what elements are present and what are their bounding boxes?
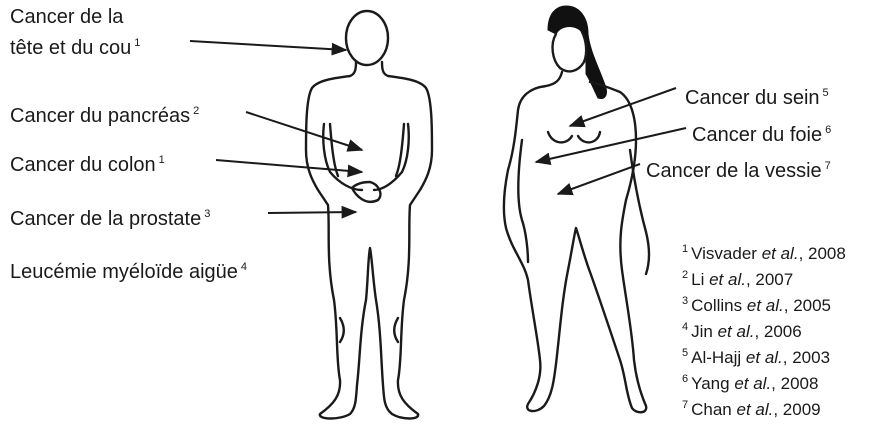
reference-etal: et al.: [734, 374, 771, 393]
male-torso-left: [330, 124, 338, 176]
reference-num: 3: [682, 295, 688, 307]
reference-etal: et al.: [746, 348, 783, 367]
label-liver-text: Cancer du foie: [692, 124, 822, 146]
male-body-outline: [306, 62, 432, 419]
label-bladder-text: Cancer de la vessie: [646, 160, 822, 182]
arrow-colon: [216, 160, 362, 172]
male-hands: [352, 182, 380, 202]
female-figure: [504, 6, 649, 412]
reference-num: 2: [682, 269, 688, 281]
reference-etal: et al.: [718, 322, 755, 341]
reference-year: , 2006: [754, 322, 801, 341]
reference-num: 5: [682, 347, 688, 359]
female-left-arm: [518, 140, 528, 262]
arrow-prostate: [268, 212, 356, 213]
male-knees: [340, 318, 398, 342]
label-head-neck-ref: 1: [134, 37, 140, 49]
label-aml-ref: 4: [241, 261, 247, 273]
label-liver-ref: 6: [825, 124, 831, 136]
arrow-head-neck: [190, 41, 346, 50]
male-head: [346, 11, 388, 65]
reference-year: , 2003: [783, 348, 830, 367]
reference-year: , 2009: [773, 400, 820, 419]
reference-year: , 2008: [799, 244, 846, 263]
reference-etal: et al.: [709, 270, 746, 289]
reference-etal: et al.: [737, 400, 774, 419]
annotation-arrows: [190, 41, 686, 213]
reference-year: , 2008: [771, 374, 818, 393]
female-body-outline: [504, 72, 646, 412]
reference-num: 6: [682, 373, 688, 385]
reference-author: Al-Hajj: [691, 348, 741, 367]
reference-author: Jin: [691, 322, 713, 341]
label-head-neck-line2: tête et du cou: [10, 37, 131, 59]
male-figure: [306, 11, 432, 419]
female-chest: [548, 132, 600, 142]
reference-author: Li: [691, 270, 704, 289]
reference-author: Yang: [691, 374, 729, 393]
label-breast-ref: 5: [823, 87, 829, 99]
reference-author: Collins: [691, 296, 742, 315]
reference-num: 1: [682, 243, 688, 255]
reference-author: Chan: [691, 400, 732, 419]
arrow-bladder: [558, 164, 640, 194]
label-aml-text: Leucémie myéloïde aigüe: [10, 261, 238, 283]
male-left-arm: [323, 124, 362, 190]
label-prostate-ref: 3: [204, 208, 210, 220]
reference-year: , 2007: [746, 270, 793, 289]
reference-num: 7: [682, 399, 688, 411]
label-colon-text: Cancer du colon: [10, 154, 156, 176]
label-colon-ref: 1: [159, 154, 165, 166]
label-breast-text: Cancer du sein: [685, 87, 820, 109]
label-pancreas-ref: 2: [193, 105, 199, 117]
reference-etal: et al.: [747, 296, 784, 315]
label-head-neck-line1: Cancer de la: [10, 4, 140, 30]
female-head: [553, 32, 587, 71]
label-pancreas-text: Cancer du pancréas: [10, 105, 190, 127]
label-prostate-text: Cancer de la prostate: [10, 208, 201, 230]
label-bladder-ref: 7: [825, 160, 831, 172]
reference-num: 4: [682, 321, 688, 333]
reference-author: Visvader: [691, 244, 757, 263]
arrow-pancreas: [246, 112, 362, 150]
reference-etal: et al.: [762, 244, 799, 263]
reference-year: , 2005: [784, 296, 831, 315]
